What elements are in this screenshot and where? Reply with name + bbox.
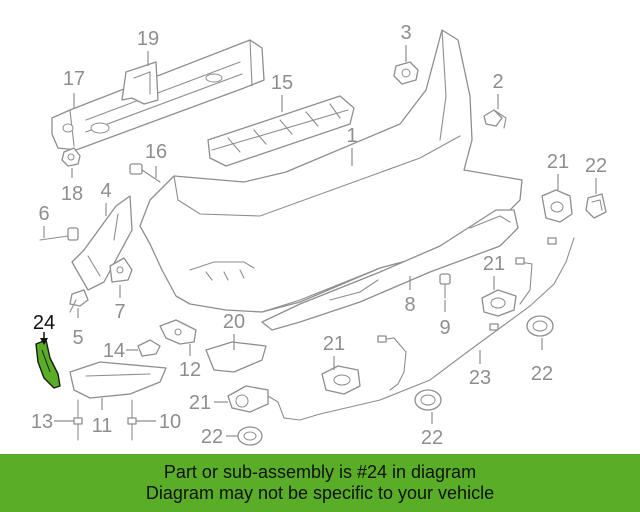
part-19-bracket[interactable]	[121, 61, 159, 105]
part-24-bracket-highlighted[interactable]	[35, 339, 61, 389]
part-22-sensor-ring-lower-left[interactable]	[237, 426, 263, 446]
part-20-reflector[interactable]	[205, 341, 267, 373]
part-22-sensor-bezel-top-right[interactable]	[585, 193, 607, 219]
part-8-lower-valance[interactable]	[261, 209, 519, 331]
callout-9: 9	[439, 317, 450, 339]
callout-7: 7	[114, 301, 125, 323]
part-21-sensor-lower-left[interactable]	[227, 385, 321, 421]
part-22-sensor-ring-center[interactable]	[414, 389, 442, 411]
callout-4: 4	[100, 180, 111, 202]
callout-6: 6	[38, 203, 49, 225]
part-5-clip[interactable]	[69, 289, 89, 313]
callout-12: 12	[179, 359, 201, 381]
callout-5: 5	[72, 327, 83, 349]
part-23-wiring-harness[interactable]	[319, 237, 575, 415]
callout-20: 20	[223, 311, 245, 333]
callout-8: 8	[404, 294, 415, 316]
part-9-clip[interactable]	[439, 273, 451, 299]
callout-15: 15	[271, 72, 293, 94]
part-6-bolt[interactable]	[39, 227, 79, 241]
callout-10: 10	[159, 411, 181, 433]
part-18-nut[interactable]	[61, 147, 81, 167]
part-21-sensor-center[interactable]	[321, 365, 361, 395]
callout-1: 1	[346, 125, 357, 147]
callout-21-lower-left: 21	[189, 392, 211, 414]
part-16-bolt[interactable]	[129, 163, 161, 183]
part-3-nut[interactable]	[393, 61, 419, 85]
callout-21-center: 21	[323, 333, 345, 355]
callout-21-middle-right: 21	[483, 253, 505, 275]
part-4-side-bracket[interactable]	[71, 195, 133, 291]
part-21-sensor-top-right[interactable]	[541, 189, 573, 223]
callout-3: 3	[400, 22, 411, 44]
callout-22-top-right: 22	[585, 155, 607, 177]
callout-14: 14	[103, 340, 125, 362]
callout-22-right: 22	[531, 363, 553, 385]
callout-22-lower-left: 22	[201, 426, 223, 448]
part-11-reflector[interactable]	[69, 361, 167, 399]
part-13-screw[interactable]	[73, 399, 83, 441]
callout-23: 23	[469, 367, 491, 389]
info-banner: Part or sub-assembly is #24 in diagram D…	[0, 454, 640, 512]
callout-21-top-right: 21	[547, 151, 569, 173]
part-2-clip[interactable]	[483, 109, 507, 129]
banner-line-1: Part or sub-assembly is #24 in diagram	[163, 462, 477, 482]
part-14-push-pin[interactable]	[137, 339, 161, 357]
part-1-bumper-cover[interactable]	[139, 29, 523, 313]
part-12-bracket[interactable]	[159, 319, 197, 345]
banner-line-2: Diagram may not be specific to your vehi…	[145, 483, 495, 503]
part-22-sensor-ring-right[interactable]	[526, 315, 554, 337]
callout-22-center: 22	[421, 427, 443, 449]
callout-2: 2	[492, 71, 503, 93]
callout-19: 19	[137, 28, 159, 50]
exploded-parts-diagram: 17 19 3 15 2 1 8	[31, 22, 607, 449]
part-21-sensor-middle-right[interactable]	[481, 289, 517, 317]
callout-24: 24	[33, 312, 55, 334]
part-15-energy-absorber[interactable]	[207, 95, 355, 167]
callout-13: 13	[31, 411, 53, 433]
part-7-bracket[interactable]	[109, 257, 133, 283]
callout-16: 16	[145, 141, 167, 163]
callout-11: 11	[92, 415, 113, 437]
callout-17: 17	[63, 68, 85, 90]
callout-18: 18	[61, 183, 83, 205]
part-10-screw[interactable]	[127, 399, 137, 441]
